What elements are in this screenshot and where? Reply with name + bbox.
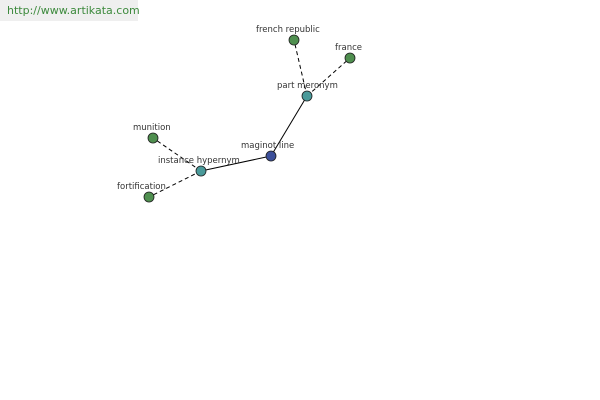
node-label-maginot: maginot line [241,141,294,151]
graph-nodes [143,34,356,203]
node-part[interactable] [301,90,313,102]
node-fortification[interactable] [143,191,155,203]
node-label-france: france [335,43,362,53]
node-france[interactable] [344,52,356,64]
node-label-french: french republic [256,25,320,35]
node-instance[interactable] [195,165,207,177]
edge-maginot-instance [200,155,272,172]
node-label-fortification: fortification [117,182,166,192]
node-label-instance: instance hypernym [158,156,240,166]
edge-instance-munition [152,137,202,172]
edge-maginot-part [270,95,308,157]
node-maginot[interactable] [265,150,277,162]
edge-instance-fortification [148,170,202,198]
site-banner: http://www.artikata.com [0,0,140,21]
node-munition[interactable] [147,132,159,144]
edge-part-french [293,39,308,97]
graph-edges [148,39,351,198]
site-url-link[interactable]: http://www.artikata.com [7,4,140,17]
edge-part-france [306,57,351,97]
node-french[interactable] [288,34,300,46]
node-label-munition: munition [133,123,171,133]
node-label-part: part meronym [277,81,338,91]
graph-labels: maginot line part meronym french republic f… [117,25,362,192]
